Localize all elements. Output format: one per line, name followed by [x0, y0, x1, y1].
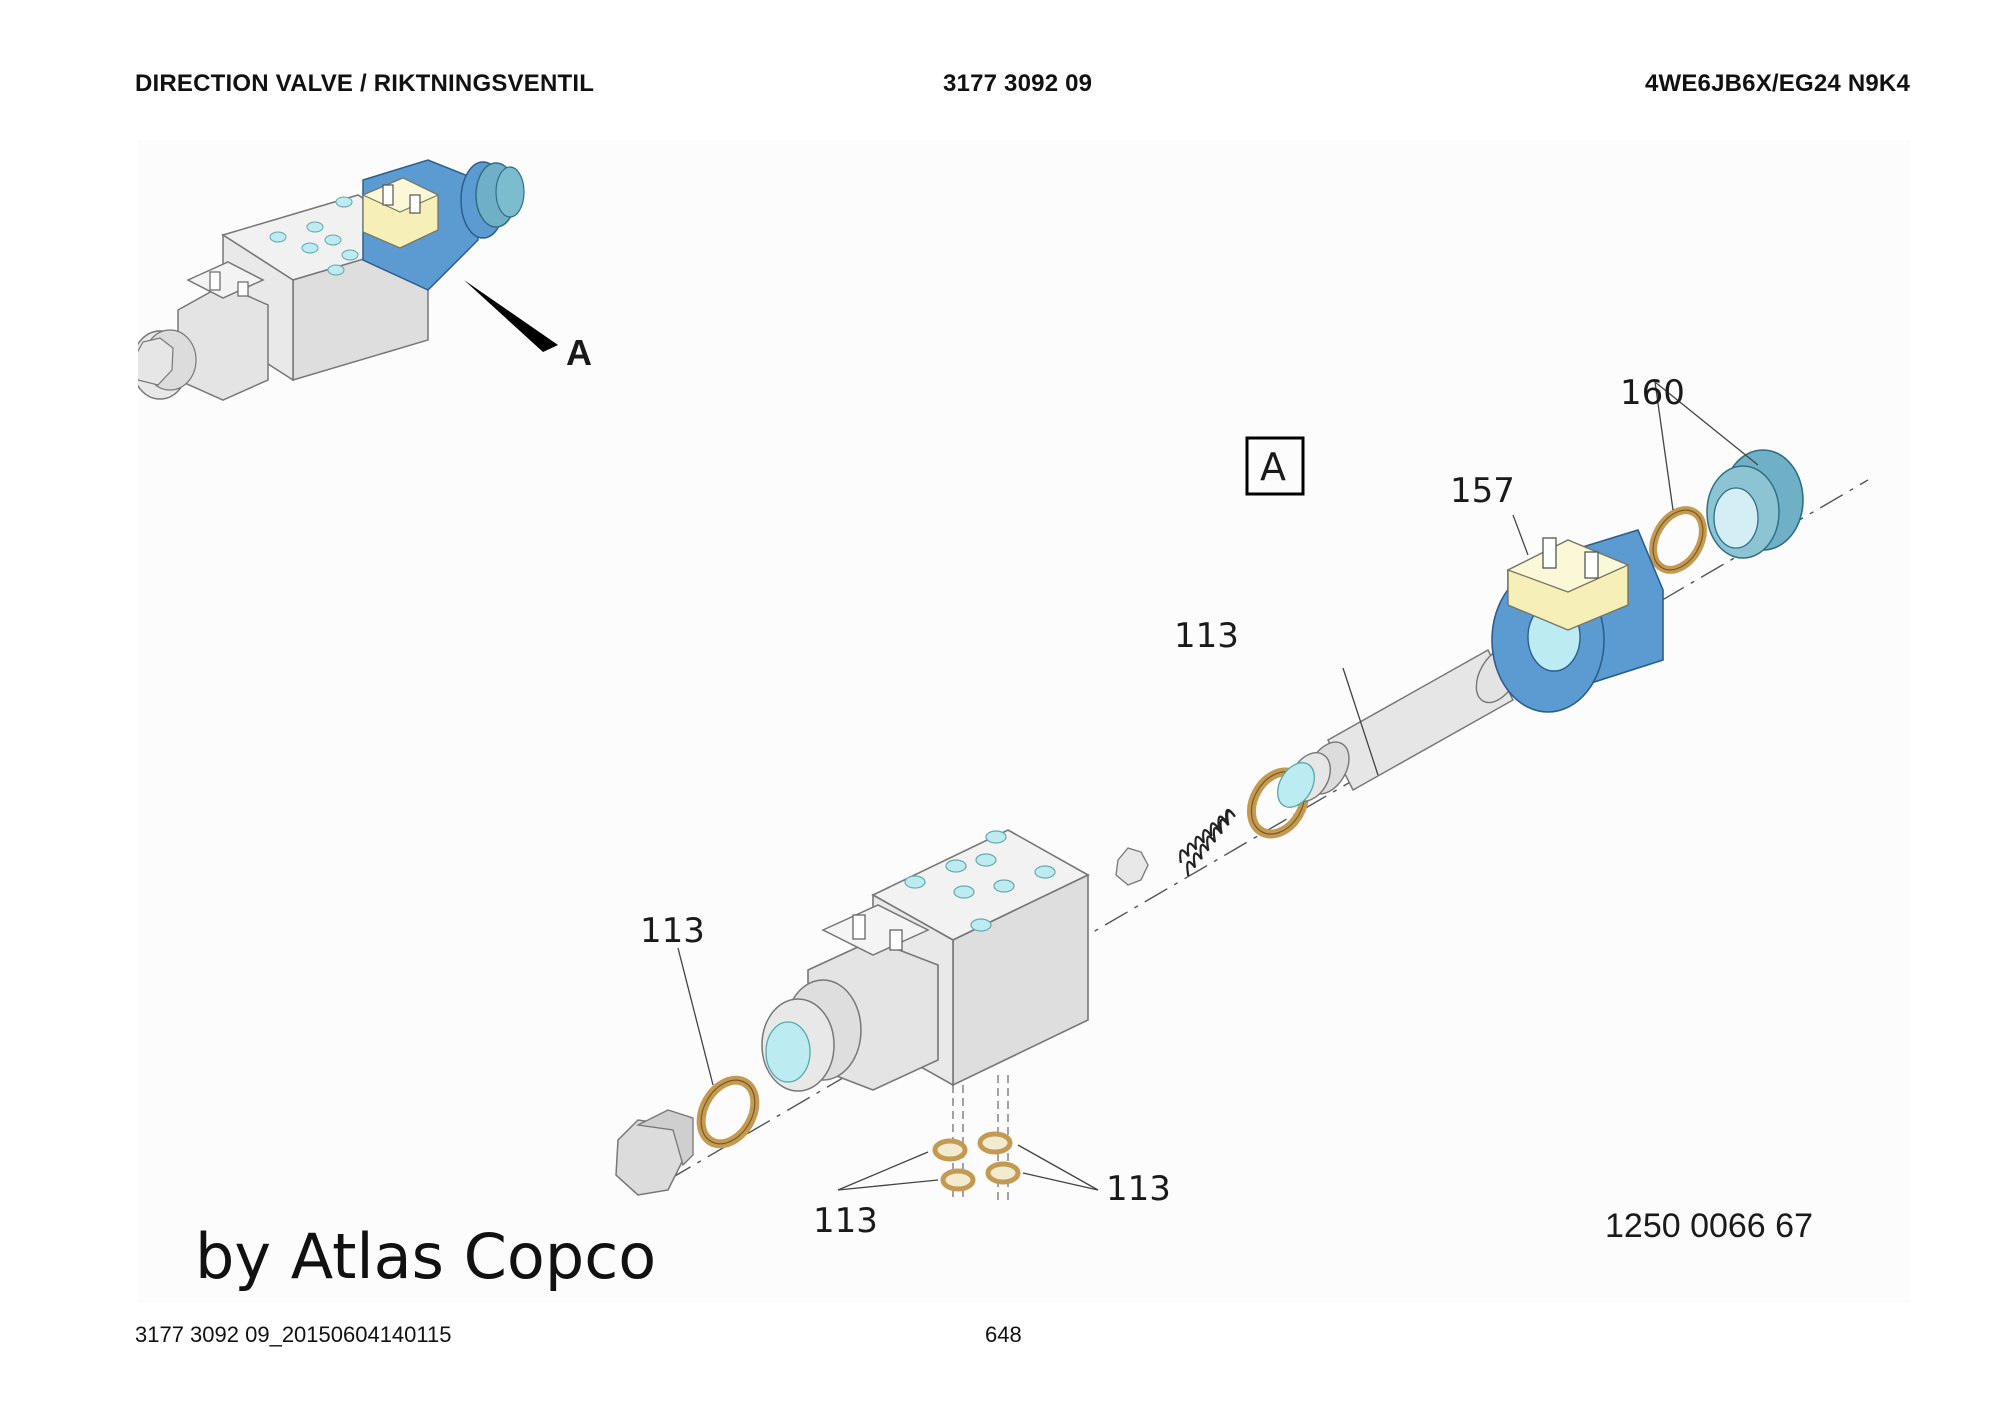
document-id: 3177 3092 09_20150604140115 [135, 1322, 452, 1347]
document-title: DIRECTION VALVE / RIKTNINGSVENTIL [135, 70, 595, 97]
callout-113-bottom-right: 113 [1106, 1169, 1171, 1209]
spring [1179, 808, 1236, 877]
page-number: 648 [985, 1322, 1022, 1347]
drawing-number: 1250 0066 67 [1605, 1207, 1813, 1245]
exploded-view-drawing: A A [138, 140, 1910, 1302]
seal-nut [1649, 506, 1707, 574]
end-plug [615, 1109, 694, 1196]
view-a-arrow [464, 280, 558, 352]
detail-view-box [1245, 436, 1305, 496]
solenoid-coil [1491, 529, 1664, 713]
callout-113-bottom-left: 113 [813, 1201, 878, 1241]
overview-right-solenoid [361, 159, 525, 291]
callout-160: 160 [1620, 373, 1685, 413]
view-a-marker: A [566, 332, 592, 373]
armature-tube [1277, 646, 1521, 808]
callout-113-mid: 113 [1174, 616, 1239, 656]
part-number: 3177 3092 09 [943, 70, 1093, 97]
overview-valve-assembly: A [138, 159, 592, 401]
coil-nut [1706, 449, 1804, 559]
port-seals [932, 1131, 1021, 1192]
callout-113-left: 113 [640, 911, 705, 951]
seal-left [696, 1075, 760, 1149]
watermark: by Atlas Copco [195, 1220, 657, 1293]
overview-left-solenoid [138, 261, 269, 401]
callout-157: 157 [1450, 471, 1515, 511]
detail-view-label: A [1260, 445, 1286, 489]
centering-disc [1115, 847, 1149, 886]
model-code: 4WE6JB6X/EG24 N9K4 [1644, 70, 1910, 97]
leader-lines [677, 381, 1759, 1191]
main-valve-body [761, 829, 1090, 1202]
